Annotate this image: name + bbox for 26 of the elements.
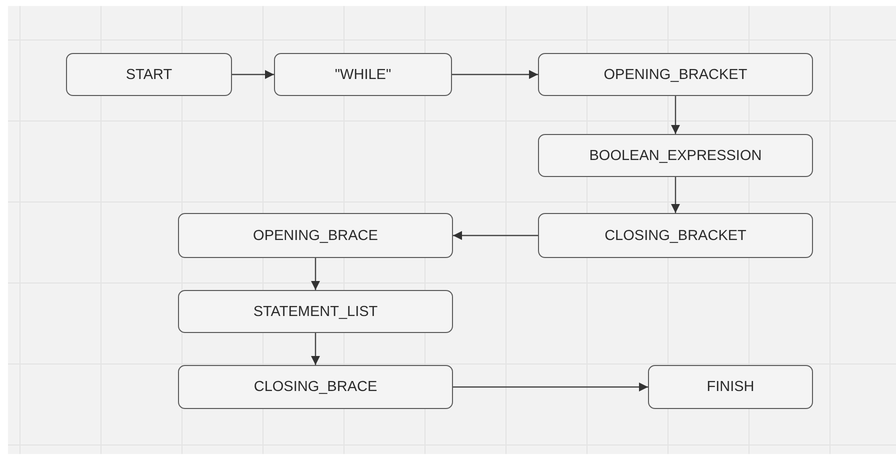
box-label: CLOSING_BRACE: [254, 379, 378, 395]
arrow: [453, 231, 538, 240]
arrow: [452, 70, 538, 79]
box-label: CLOSING_BRACKET: [604, 228, 746, 244]
box-label: "WHILE": [334, 66, 392, 82]
box-label: BOOLEAN_EXPRESSION: [589, 148, 762, 164]
box-label: OPENING_BRACKET: [604, 66, 748, 82]
arrow: [671, 96, 680, 134]
box-label: FINISH: [706, 379, 754, 395]
process-box: [178, 290, 453, 333]
process-box: [274, 53, 452, 96]
arrow: [311, 258, 320, 290]
arrow: [232, 70, 274, 79]
box-label: OPENING_BRACE: [253, 228, 378, 244]
arrow: [311, 333, 320, 365]
arrow: [671, 177, 680, 213]
process-box: [178, 213, 453, 258]
process-box: [538, 213, 813, 258]
box-label: STATEMENT_LIST: [253, 304, 378, 320]
arrow: [453, 382, 648, 392]
process-box: [178, 365, 453, 409]
box-label: START: [126, 66, 172, 82]
process-box: [538, 134, 813, 177]
process-box: [66, 53, 232, 96]
process-box: [648, 365, 813, 409]
process-box: [538, 53, 813, 96]
